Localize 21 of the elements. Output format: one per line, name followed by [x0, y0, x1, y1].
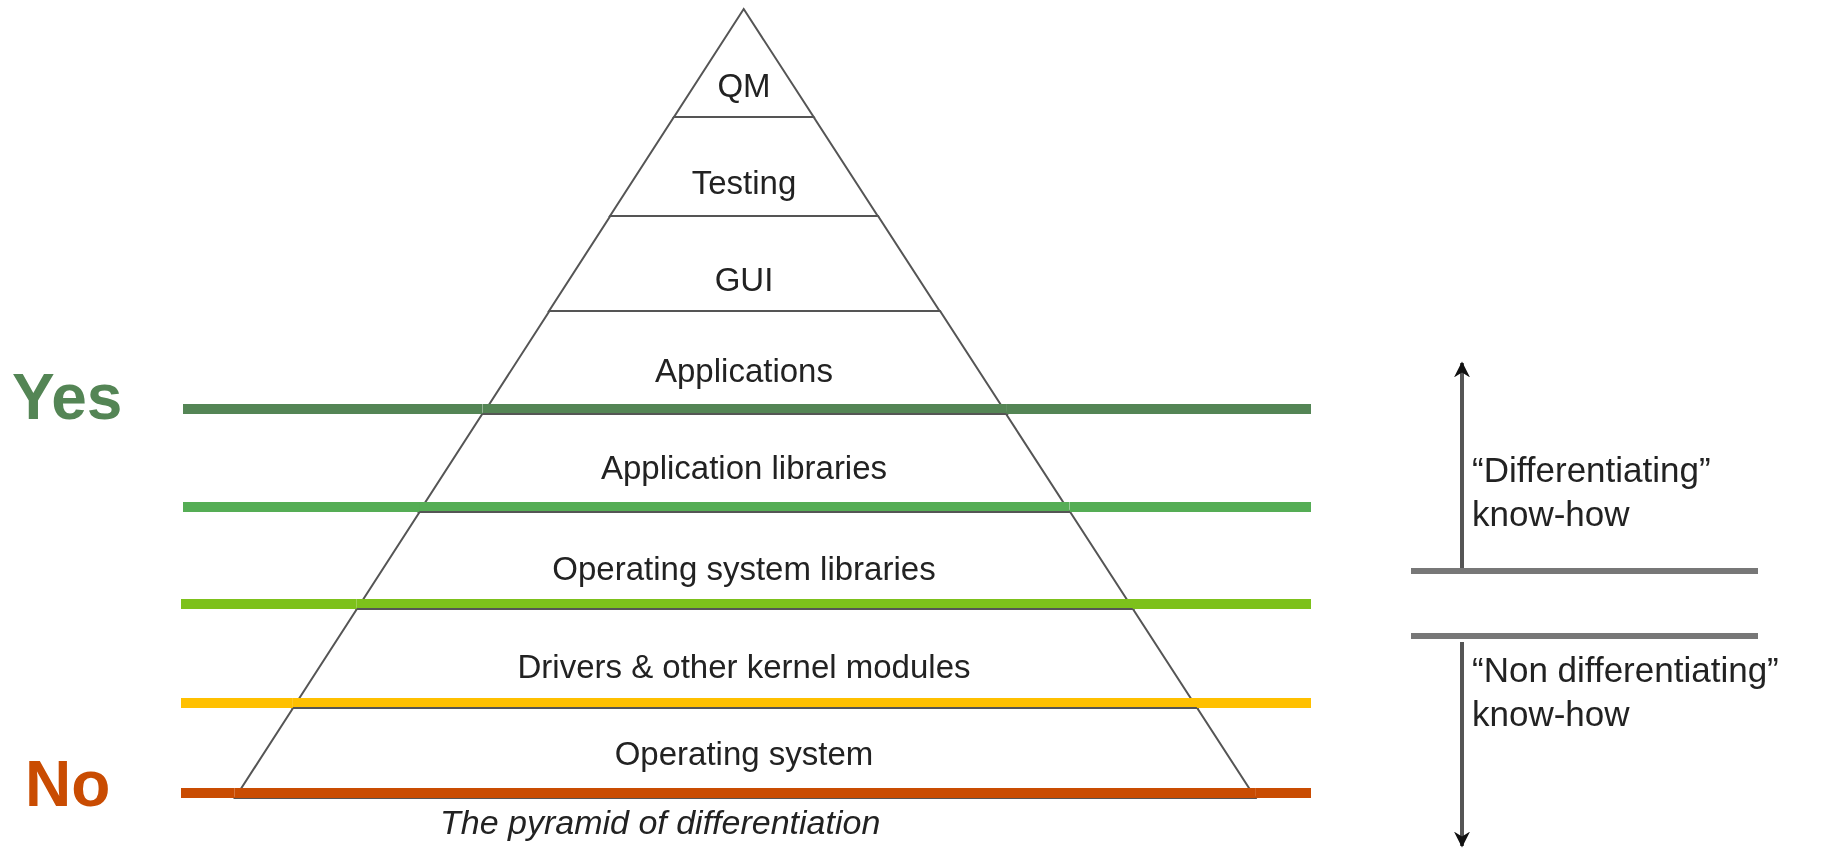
pyramid-layer: [292, 609, 1197, 708]
pyramid-layer: [356, 512, 1133, 609]
layer-label: Operating system libraries: [552, 550, 936, 588]
yes-label: Yes: [12, 365, 123, 429]
layer-label: GUI: [714, 261, 774, 299]
know-how-note: “Non differentiating” know-how: [1472, 649, 1780, 735]
pyramid-layer: [549, 216, 940, 311]
pyramid-layer: [610, 117, 879, 216]
layer-label: Application libraries: [600, 449, 888, 487]
layer-label: Applications: [655, 352, 833, 390]
pyramid-layer: [234, 708, 1256, 798]
pyramid-layer: [482, 311, 1007, 414]
pyramid-layer: [419, 414, 1070, 512]
layer-label: QM: [717, 67, 771, 105]
layer-label: Testing: [691, 164, 797, 202]
no-label: No: [25, 752, 111, 816]
layer-label: Drivers & other kernel modules: [517, 648, 971, 686]
pyramid-layer: [674, 9, 814, 117]
caption: The pyramid of differentiation: [440, 804, 881, 842]
know-how-note: “Differentiating” know-how: [1472, 449, 1712, 535]
layer-label: Operating system: [614, 735, 874, 773]
